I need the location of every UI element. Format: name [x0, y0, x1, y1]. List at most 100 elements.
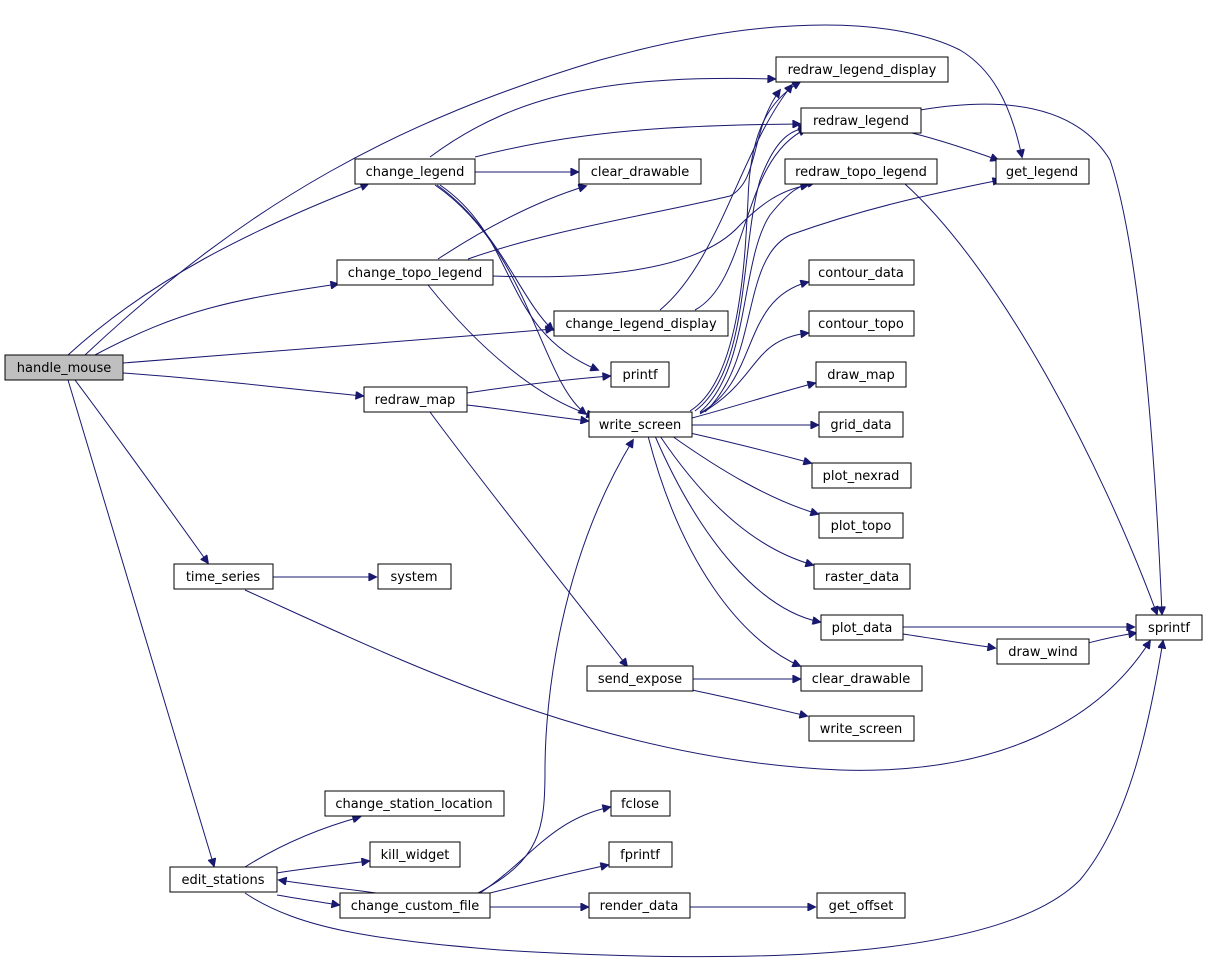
node-time-series[interactable]: time_series [173, 563, 274, 590]
edge-write_screen-contour_data [699, 282, 808, 414]
edge-handle_mouse-change_legend [67, 184, 368, 356]
node-edit-stations[interactable]: edit_stations [169, 866, 278, 893]
edge-change_legend-redraw_legend_display [429, 78, 775, 158]
edge-change_topo_legend-write_screen [427, 284, 594, 416]
svg-text:plot_topo: plot_topo [831, 519, 892, 534]
node-fprintf[interactable]: fprintf [608, 841, 673, 868]
edge-redraw_legend-sprintf [919, 103, 1162, 614]
svg-text:send_expose: send_expose [598, 672, 682, 687]
node-kill-widget[interactable]: kill_widget [369, 841, 461, 868]
node-write-screen[interactable]: write_screen [588, 411, 693, 438]
node-redraw-legend[interactable]: redraw_legend [800, 107, 922, 134]
node-fclose[interactable]: fclose [610, 790, 671, 817]
edge-redraw_topo_legend-sprintf [904, 183, 1157, 614]
node-plot-nexrad[interactable]: plot_nexrad [811, 462, 912, 489]
edge-write_screen-contour_topo [699, 333, 808, 415]
svg-text:fclose: fclose [621, 797, 659, 812]
edge-write_screen-redraw_legend_display [689, 82, 800, 412]
edge-edit_stations-change_custom_file [276, 894, 339, 905]
node-change-topo-legend[interactable]: change_topo_legend [336, 259, 494, 286]
edge-send_expose-write_screen_bottom [691, 689, 807, 716]
node-change-custom-file[interactable]: change_custom_file [339, 892, 491, 919]
svg-text:change_station_location: change_station_location [335, 797, 492, 812]
edge-write_screen-get_legend [704, 180, 1000, 413]
edge-write_screen-plot_data [654, 435, 820, 622]
edge-change_legend_display-redraw_legend_display [659, 85, 792, 311]
svg-text:contour_topo: contour_topo [818, 317, 904, 332]
edge-write_screen-plot_nexrad [689, 432, 811, 463]
edge-handle_mouse-edit_stations [67, 379, 214, 866]
svg-text:sprintf: sprintf [1148, 621, 1190, 636]
edge-handle_mouse-time_series [74, 379, 208, 563]
node-plot-topo[interactable]: plot_topo [818, 512, 904, 539]
edge-change_legend-write_screen [434, 184, 586, 414]
edge-handle_mouse-change_topo_legend [94, 284, 338, 356]
edge-write_screen-draw_map [691, 383, 815, 419]
node-send-expose[interactable]: send_expose [586, 665, 694, 692]
svg-text:draw_wind: draw_wind [1008, 645, 1077, 660]
edge-handle_mouse-change_legend_display [122, 329, 553, 364]
svg-text:handle_mouse: handle_mouse [17, 361, 111, 376]
svg-text:get_offset: get_offset [829, 899, 894, 914]
edge-edit_stations-change_station_location [244, 817, 360, 868]
edge-handle_mouse-get_legend [84, 24, 1022, 356]
edge-write_screen-clear_drawable_bottom [647, 435, 800, 666]
edge-write_screen-redraw_legend [694, 128, 806, 412]
node-get-offset[interactable]: get_offset [816, 892, 906, 919]
node-handle-mouse[interactable]: handle_mouse [4, 354, 124, 381]
node-redraw-topo-legend[interactable]: redraw_topo_legend [784, 158, 938, 185]
svg-text:raster_data: raster_data [825, 570, 899, 585]
node-redraw-legend-display[interactable]: redraw_legend_display [775, 56, 949, 83]
edge-draw_wind-sprintf [1087, 633, 1136, 644]
edge-redraw_legend-get_legend [911, 132, 998, 160]
node-redraw-map[interactable]: redraw_map [363, 386, 468, 413]
svg-text:kill_widget: kill_widget [381, 848, 450, 863]
edge-write_screen-plot_topo [671, 435, 818, 514]
edge-change_topo_legend-redraw_legend_display [467, 90, 780, 260]
node-change-legend[interactable]: change_legend [354, 158, 476, 185]
node-draw-map[interactable]: draw_map [815, 361, 907, 388]
node-change-legend-display[interactable]: change_legend_display [553, 310, 729, 337]
edge-change_legend_display-redraw_legend [694, 129, 806, 311]
edge-change_legend-change_legend_display [436, 184, 553, 330]
node-clear-drawable-bottom[interactable]: clear_drawable [800, 665, 923, 692]
svg-text:write_screen: write_screen [820, 722, 902, 737]
edge-write_screen-redraw_topo_legend [699, 182, 815, 413]
svg-text:redraw_legend: redraw_legend [813, 114, 909, 129]
svg-text:system: system [391, 570, 438, 585]
svg-text:time_series: time_series [186, 570, 261, 585]
edge-change_custom_file-fclose [479, 807, 610, 894]
node-contour-data[interactable]: contour_data [808, 259, 915, 286]
node-raster-data[interactable]: raster_data [813, 563, 911, 590]
edge-change_legend-redraw_legend [474, 124, 800, 158]
svg-text:edit_stations: edit_stations [182, 873, 265, 888]
svg-text:get_legend: get_legend [1006, 165, 1078, 180]
node-contour-topo[interactable]: contour_topo [808, 310, 915, 337]
node-sprintf[interactable]: sprintf [1135, 614, 1203, 641]
edge-redraw_map-send_expose [429, 411, 627, 666]
svg-text:draw_map: draw_map [827, 368, 895, 383]
node-printf[interactable]: printf [610, 361, 670, 388]
svg-text:plot_nexrad: plot_nexrad [823, 469, 900, 484]
svg-text:change_legend: change_legend [366, 165, 465, 180]
node-clear-drawable-top[interactable]: clear_drawable [578, 158, 702, 185]
node-get-legend[interactable]: get_legend [995, 158, 1090, 185]
edge-change_custom_file-edit_stations [279, 880, 377, 894]
edge-edit_stations-kill_widget [276, 861, 369, 874]
node-system[interactable]: system [377, 563, 452, 590]
edge-change_custom_file-fprintf [489, 865, 608, 894]
edge-redraw_map-printf [466, 376, 610, 394]
node-change-station-location[interactable]: change_station_location [324, 790, 505, 817]
edge-change_topo_legend-redraw_topo_legend [491, 185, 808, 278]
node-plot-data[interactable]: plot_data [820, 614, 904, 641]
node-render-data[interactable]: render_data [588, 892, 691, 919]
svg-text:printf: printf [622, 368, 658, 383]
edges [67, 24, 1163, 958]
node-grid-data[interactable]: grid_data [818, 411, 904, 438]
svg-text:redraw_legend_display: redraw_legend_display [788, 63, 937, 78]
svg-text:redraw_map: redraw_map [375, 393, 456, 408]
node-write-screen-bottom[interactable]: write_screen [808, 715, 915, 742]
node-draw-wind[interactable]: draw_wind [996, 638, 1090, 665]
edge-edit_stations-sprintf [244, 641, 1163, 958]
